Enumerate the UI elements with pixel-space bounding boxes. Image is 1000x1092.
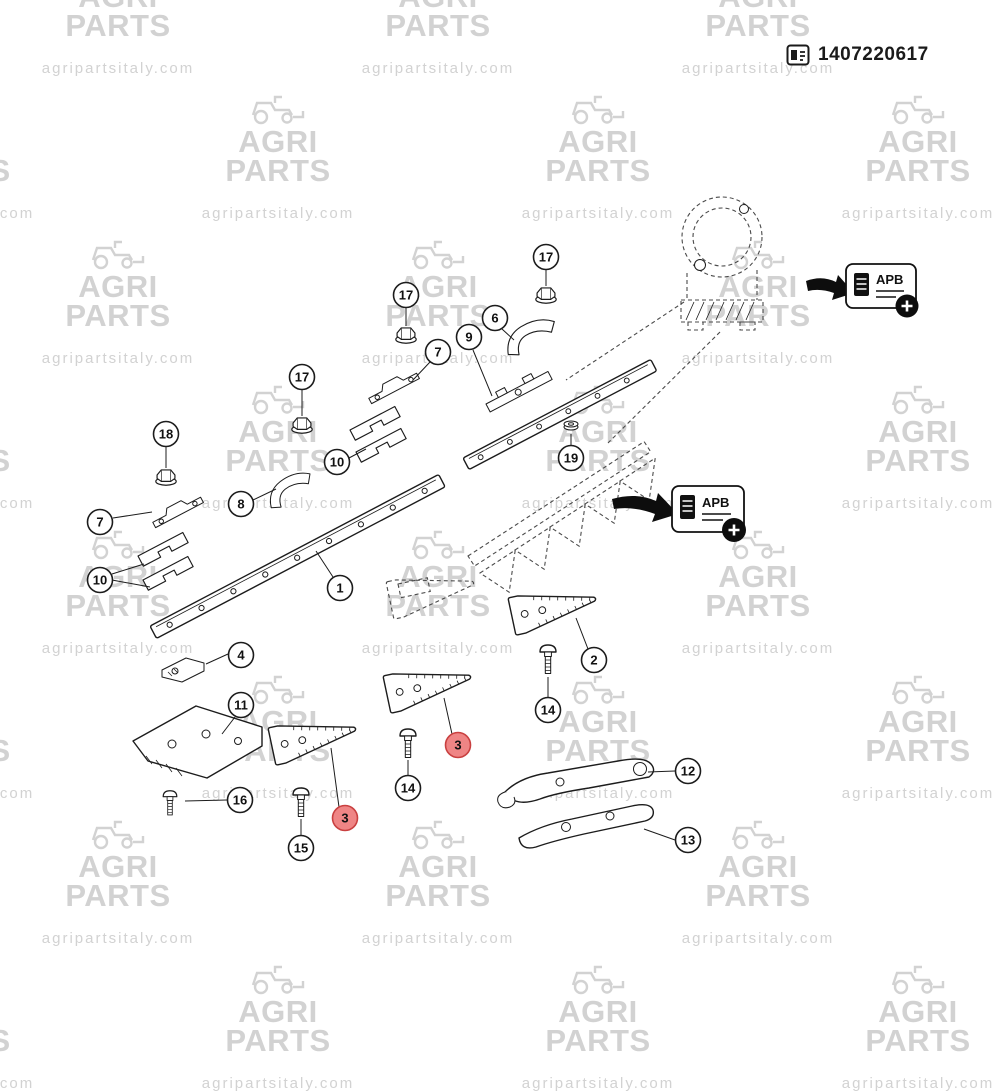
apb-label: APB bbox=[702, 495, 729, 510]
part-nut-17-b bbox=[395, 327, 417, 344]
svg-text:14: 14 bbox=[541, 703, 556, 718]
svg-text:17: 17 bbox=[295, 370, 309, 385]
svg-text:7: 7 bbox=[434, 345, 441, 360]
svg-text:17: 17 bbox=[539, 250, 553, 265]
plus-icon bbox=[901, 300, 913, 312]
callout-19[interactable]: 19 bbox=[557, 444, 585, 472]
catalog-icon bbox=[786, 44, 810, 66]
apb-label: APB bbox=[876, 272, 903, 287]
part-knife-section-3-lower bbox=[267, 709, 361, 766]
part-washer-19 bbox=[563, 420, 579, 431]
part-nut-18 bbox=[155, 469, 177, 486]
part-knife-back-bar bbox=[150, 474, 446, 639]
callout-1[interactable]: 1 bbox=[326, 574, 354, 602]
watermark-url: agripartsitaly.com bbox=[201, 1075, 355, 1092]
svg-text:10: 10 bbox=[93, 573, 107, 588]
svg-text:16: 16 bbox=[233, 793, 247, 808]
part-bolt-14-a bbox=[539, 644, 557, 675]
svg-text:17: 17 bbox=[399, 288, 413, 303]
apb-badge-middle: APB bbox=[671, 485, 746, 542]
svg-text:15: 15 bbox=[294, 841, 308, 856]
callout-8[interactable]: 8 bbox=[227, 490, 255, 518]
part-number: 1407220617 bbox=[818, 44, 929, 65]
callout-2[interactable]: 2 bbox=[580, 646, 608, 674]
callout-4[interactable]: 4 bbox=[227, 641, 255, 669]
callout-10-lower[interactable]: 10 bbox=[86, 566, 114, 594]
part-holddown-clip-7-upper bbox=[365, 367, 420, 405]
svg-text:4: 4 bbox=[237, 648, 245, 663]
callout-10-upper[interactable]: 10 bbox=[323, 448, 351, 476]
svg-text:9: 9 bbox=[465, 330, 472, 345]
svg-text:12: 12 bbox=[681, 764, 695, 779]
part-bolt-14-b bbox=[399, 728, 417, 759]
svg-text:18: 18 bbox=[159, 427, 173, 442]
callout-13[interactable]: 13 bbox=[674, 826, 702, 854]
part-bolt-16 bbox=[162, 790, 178, 816]
part-knife-head-12 bbox=[497, 758, 655, 809]
part-number-header: 1407220617 bbox=[786, 44, 929, 66]
part-knife-section-3-upper bbox=[382, 657, 476, 714]
svg-text:1: 1 bbox=[336, 581, 343, 596]
add-button-middle[interactable] bbox=[722, 518, 746, 542]
svg-text:11: 11 bbox=[234, 698, 248, 713]
svg-text:14: 14 bbox=[401, 781, 416, 796]
svg-text:8: 8 bbox=[237, 497, 244, 512]
plus-icon bbox=[728, 524, 740, 536]
apb-chip-icon bbox=[680, 495, 695, 519]
part-knife-section-2 bbox=[507, 579, 601, 636]
svg-text:3: 3 bbox=[341, 811, 348, 826]
knife-section-ghost bbox=[385, 577, 475, 620]
part-nut-17-c bbox=[535, 287, 557, 304]
svg-text:7: 7 bbox=[96, 515, 103, 530]
callout-17-c[interactable]: 17 bbox=[532, 243, 560, 271]
callout-12[interactable]: 12 bbox=[674, 757, 702, 785]
callout-3-lower-highlighted[interactable]: 3 bbox=[331, 804, 359, 832]
callout-7-lower[interactable]: 7 bbox=[86, 508, 114, 536]
watermark-url: agripartsitaly.com bbox=[521, 1075, 675, 1092]
callout-15[interactable]: 15 bbox=[287, 834, 315, 862]
watermark-url: agripartsitaly.com bbox=[0, 1075, 35, 1092]
callout-16[interactable]: 16 bbox=[226, 786, 254, 814]
callout-14-a[interactable]: 14 bbox=[534, 696, 562, 724]
callout-14-b[interactable]: 14 bbox=[394, 774, 422, 802]
part-plate-9 bbox=[485, 370, 553, 413]
arrow-to-apb-middle bbox=[612, 493, 678, 522]
callout-7-upper[interactable]: 7 bbox=[424, 338, 452, 366]
part-nut-17-a bbox=[291, 417, 313, 434]
part-lever-13 bbox=[518, 803, 655, 849]
part-bracket-4 bbox=[161, 657, 205, 683]
callout-6[interactable]: 6 bbox=[481, 304, 509, 332]
apb-badge-top: APB bbox=[845, 263, 919, 318]
svg-text:13: 13 bbox=[681, 833, 695, 848]
svg-text:3: 3 bbox=[454, 738, 461, 753]
part-bolt-15 bbox=[292, 787, 310, 818]
arrow-to-apb-top bbox=[806, 275, 854, 300]
part-upper-back-bar bbox=[463, 359, 657, 470]
add-button-top[interactable] bbox=[895, 294, 919, 318]
svg-text:6: 6 bbox=[491, 311, 498, 326]
diagram-canvas: 18 7 8 10 17 10 7 17 17 6 9 19 1 4 11 2 … bbox=[86, 196, 919, 862]
callout-17-a[interactable]: 17 bbox=[288, 363, 316, 391]
callout-17-b[interactable]: 17 bbox=[392, 281, 420, 309]
callout-3-upper-highlighted[interactable]: 3 bbox=[444, 731, 472, 759]
part-clip-8 bbox=[261, 466, 318, 512]
drive-housing-ghost bbox=[565, 196, 764, 444]
svg-text:2: 2 bbox=[590, 653, 597, 668]
callout-11[interactable]: 11 bbox=[227, 691, 255, 719]
callout-18[interactable]: 18 bbox=[152, 420, 180, 448]
svg-text:10: 10 bbox=[330, 455, 344, 470]
callout-9[interactable]: 9 bbox=[455, 323, 483, 351]
watermark-url: agripartsitaly.com bbox=[841, 1075, 995, 1092]
svg-text:19: 19 bbox=[564, 451, 578, 466]
part-holddown-clip-7-lower bbox=[149, 491, 204, 529]
